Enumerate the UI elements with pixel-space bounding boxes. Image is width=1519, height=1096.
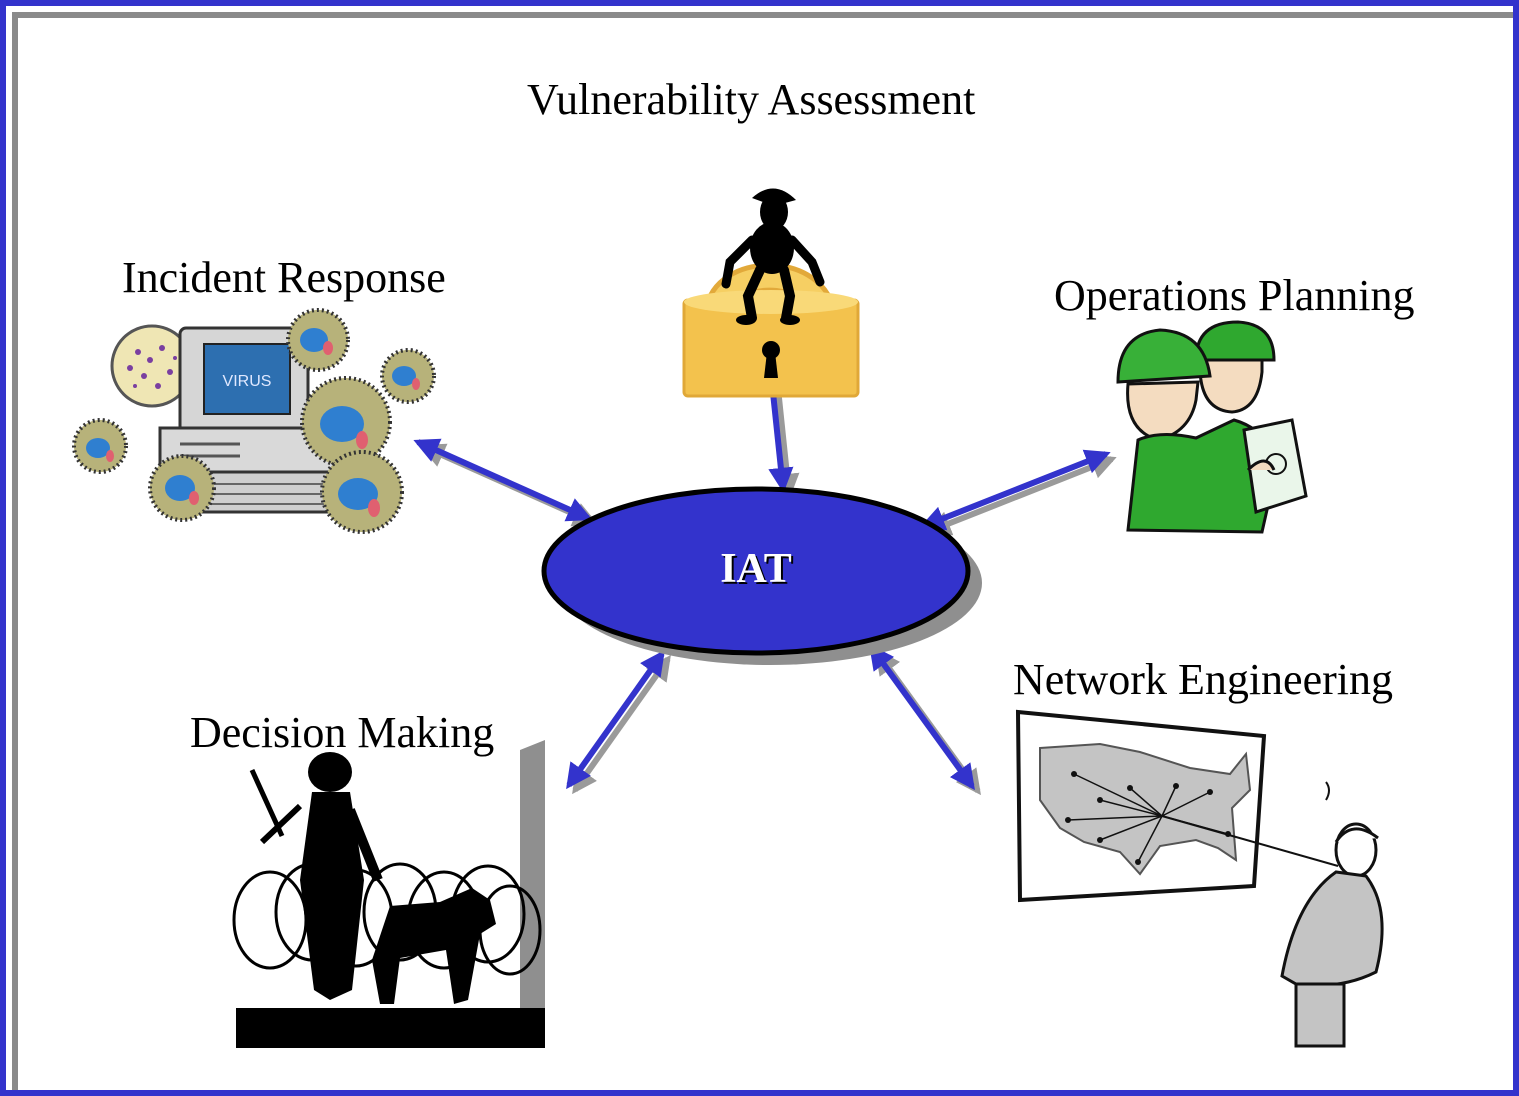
- soldier-dog-silhouette-icon: [232, 740, 545, 1048]
- arrow-network: [869, 643, 975, 791]
- virus-screen-text: VIRUS: [223, 373, 272, 390]
- incident-response-label: Incident Response: [122, 253, 446, 302]
- arrow-operations: [919, 449, 1111, 531]
- decision-making-label: Decision Making: [190, 708, 495, 757]
- network-map-presenter-icon: [1015, 709, 1384, 1048]
- hub-node: [541, 486, 982, 665]
- lock-figure-icon: [682, 188, 860, 398]
- arrow-decision: [566, 649, 665, 790]
- hub-label: IAT: [720, 546, 792, 592]
- network-engineering-label: Network Engineering: [1013, 655, 1393, 704]
- arrow-incident: [413, 438, 593, 522]
- virus-computer-icon: VIRUS: [72, 308, 436, 534]
- operations-planning-label: Operations Planning: [1054, 271, 1415, 320]
- soldiers-icon: [1116, 320, 1308, 534]
- vulnerability-assessment-label: Vulnerability Assessment: [527, 75, 976, 124]
